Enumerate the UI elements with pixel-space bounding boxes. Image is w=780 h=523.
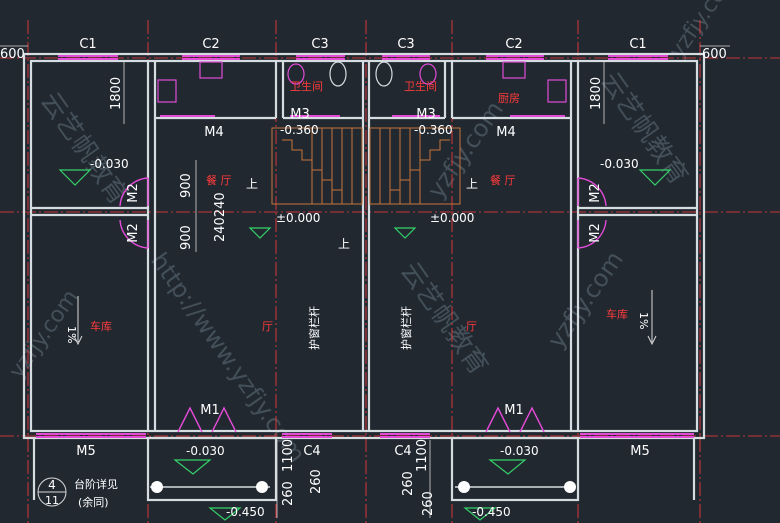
level-upper-left: -0.030 — [90, 157, 129, 171]
level-bottom-right: -0.450 — [472, 505, 511, 519]
dimension-lines — [0, 45, 730, 518]
label-m2-ul: M2 — [126, 183, 141, 203]
railing-labels: 护窗栏杆 护窗栏杆 1% 1% — [65, 306, 650, 350]
stove-left — [157, 79, 177, 103]
room-hall-left: 厅 — [262, 320, 273, 333]
dim-600-left: 600 — [0, 47, 25, 62]
detail-note-2: (余同) — [78, 495, 109, 509]
label-c4-left: C4 — [303, 444, 320, 459]
door-labels: M4 M3 M3 M4 M2 M2 M2 M2 M1 M1 M5 M5 — [76, 107, 650, 459]
detail-note: 台阶详见 — [74, 477, 118, 491]
slope-left: 1% — [65, 326, 78, 343]
label-c4-right: C4 — [394, 444, 411, 459]
level-floor-right: ±0.000 — [430, 211, 474, 225]
label-c3-right: C3 — [397, 37, 414, 52]
label-m2-lr: M2 — [588, 223, 603, 243]
label-m1-right: M1 — [504, 403, 524, 418]
room-dining-left: 餐 厅 — [206, 173, 232, 187]
level-bottom-left: -0.450 — [226, 505, 265, 519]
label-c1-left: C1 — [79, 37, 96, 52]
label-m4-right: M4 — [496, 125, 516, 140]
windows — [36, 55, 694, 438]
slope-arrows — [73, 290, 657, 346]
railing-left: 护窗栏杆 — [307, 306, 321, 350]
up-center: 上 — [338, 237, 350, 251]
room-garage-right: 车库 — [606, 307, 628, 321]
dim-240240: 240240 — [213, 192, 228, 242]
label-m2-ur: M2 — [588, 183, 603, 203]
room-toilet-right: 卫生间 — [404, 79, 437, 93]
dim-600-right: 600 — [702, 47, 727, 62]
level-labels: -0.030 -0.030 -0.360 -0.360 ±0.000 ±0.00… — [90, 123, 639, 519]
walls — [22, 52, 706, 502]
level-stair-right: -0.360 — [414, 123, 453, 137]
room-labels: 卫生间 卫生间 厨房 餐 厅 餐 厅 车库 车库 厅 厅 — [90, 79, 628, 333]
room-hall-right: 厅 — [466, 320, 477, 333]
dim-260-b: 260 — [309, 469, 324, 494]
label-c2-left: C2 — [202, 37, 219, 52]
dim-900-a: 900 — [179, 173, 194, 198]
dim-1800-left: 1800 — [109, 77, 124, 110]
toilet-right — [419, 63, 437, 85]
up-right: 上 — [466, 177, 478, 191]
dim-260-c: 260 — [401, 471, 416, 496]
label-m1-left: M1 — [200, 403, 220, 418]
stair-up-labels: 上 上 上 — [246, 177, 478, 251]
dimension-labels: 600 600 1800 1800 900 900 240240 1100 11… — [0, 47, 727, 516]
dim-260-d: 260 — [421, 491, 436, 516]
door-swings — [119, 177, 607, 433]
toilet-left — [287, 63, 305, 85]
railing-right: 护窗栏杆 — [399, 306, 413, 350]
label-c2-right: C2 — [505, 37, 522, 52]
up-left: 上 — [246, 177, 258, 191]
room-garage-left: 车库 — [90, 319, 112, 333]
watermark-brand-2: 云艺帆教育 — [594, 67, 693, 191]
sink-right — [502, 61, 526, 79]
dim-1800-right: 1800 — [589, 77, 604, 110]
slope-right: 1% — [637, 312, 650, 329]
label-c3-left: C3 — [311, 37, 328, 52]
watermark-short-4: yzfjy.com — [542, 246, 629, 353]
level-upper-right: -0.030 — [600, 157, 639, 171]
level-marks — [58, 169, 672, 521]
label-m5-right: M5 — [630, 444, 650, 459]
label-c1-right: C1 — [629, 37, 646, 52]
fixtures — [157, 61, 567, 103]
level-floor-left: ±0.000 — [276, 211, 320, 225]
watermarks: http://www.yzfjy.com 云艺帆教育 云艺帆教育 云艺帆教育 y… — [4, 0, 743, 468]
label-m2-ll: M2 — [126, 223, 141, 243]
detail-number: 4 — [48, 478, 56, 492]
dim-1100-right: 1100 — [415, 439, 430, 472]
level-stair-left: -0.360 — [280, 123, 319, 137]
level-front-left: -0.030 — [186, 444, 225, 458]
detail-sheet: 11 — [45, 494, 59, 507]
window-labels: C1 C2 C3 C3 C2 C1 C4 C4 — [79, 37, 646, 459]
stairs — [271, 127, 461, 205]
dim-900-b: 900 — [179, 225, 194, 250]
dim-260-a: 260 — [281, 481, 296, 506]
label-m3-left: M3 — [290, 107, 310, 122]
label-m5-left: M5 — [76, 444, 96, 459]
dim-1100-left: 1100 — [281, 439, 296, 472]
room-toilet-left: 卫生间 — [290, 79, 323, 93]
level-front-right: -0.030 — [500, 444, 539, 458]
label-m4-left: M4 — [204, 125, 224, 140]
sink-left — [199, 61, 223, 79]
step-rail — [150, 481, 576, 493]
room-dining-right: 餐 厅 — [490, 173, 516, 187]
room-kitchen-right: 厨房 — [498, 92, 520, 105]
label-m3-right: M3 — [416, 107, 436, 122]
detail-callout: 4 11 台阶详见 (余同) — [37, 477, 118, 509]
stove-right — [547, 79, 567, 103]
